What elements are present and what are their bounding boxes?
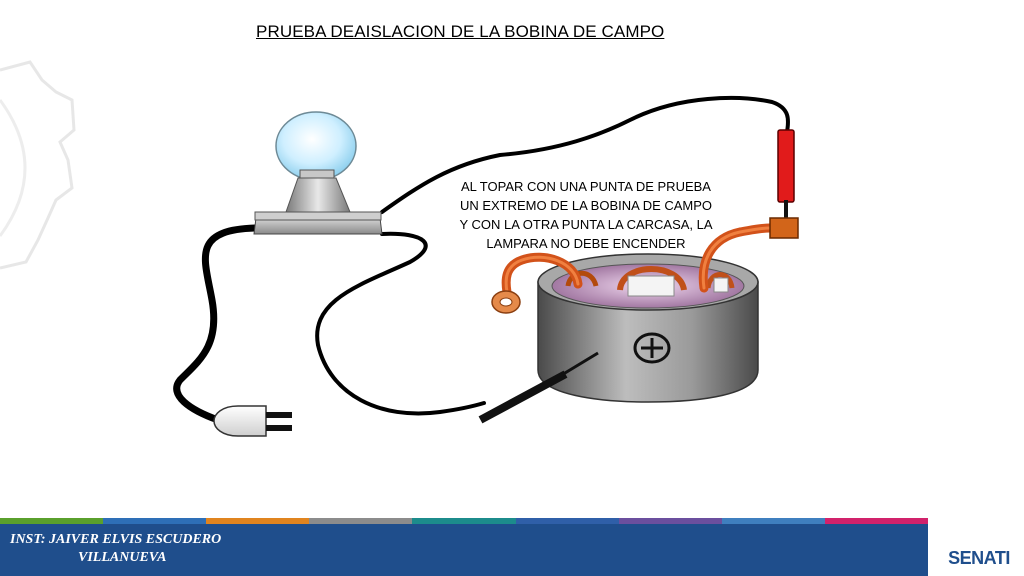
footer-stripe bbox=[515, 518, 619, 524]
red-probe-handle bbox=[777, 129, 795, 203]
gear-icon bbox=[0, 60, 76, 270]
footer-bar bbox=[0, 524, 928, 576]
footer-stripe bbox=[206, 518, 310, 524]
black-probe-icon bbox=[478, 351, 599, 424]
red-probe-terminal bbox=[769, 217, 799, 239]
senati-logo-text: SENATI bbox=[948, 548, 1010, 568]
footer-color-stripes bbox=[0, 518, 928, 524]
footer-stripe bbox=[824, 518, 928, 524]
wire-lamp-to-plug bbox=[173, 224, 259, 424]
note-line: LAMPARA NO DEBE ENCENDER bbox=[486, 236, 686, 251]
note-line: AL TOPAR CON UNA PUNTA DE PRUEBA bbox=[461, 179, 711, 194]
wire-lamp-to-red-probe bbox=[380, 96, 791, 214]
instructor-line: VILLANUEVA bbox=[78, 550, 167, 565]
instructor-line: INST: JAIVER ELVIS ESCUDERO bbox=[10, 532, 222, 547]
test-probe-icon bbox=[769, 129, 799, 239]
note-line: Y CON LA OTRA PUNTA LA CARCASA, LA bbox=[459, 217, 713, 232]
slide-title: PRUEBA DEAISLACION DE LA BOBINA DE CAMPO bbox=[256, 22, 665, 41]
footer-stripe bbox=[0, 518, 104, 524]
wiring bbox=[173, 96, 791, 424]
note-line: UN EXTREMO DE LA BOBINA DE CAMPO bbox=[459, 198, 713, 213]
positive-terminal-icon bbox=[633, 332, 671, 364]
lamp-icon bbox=[253, 111, 383, 235]
plug-icon bbox=[213, 405, 292, 437]
instructor-name: INST: JAIVER ELVIS ESCUDERO VILLANUEVA bbox=[10, 531, 270, 567]
footer-stripe bbox=[103, 518, 207, 524]
logo-area bbox=[928, 518, 1024, 576]
footer-stripe bbox=[618, 518, 722, 524]
wire-lamp-to-black-probe bbox=[315, 231, 486, 416]
coil-lead-right bbox=[698, 223, 775, 293]
coil-lead-left bbox=[501, 252, 583, 297]
footer-stripe bbox=[721, 518, 825, 524]
instruction-note: AL TOPAR CON UNA PUNTA DE PRUEBA UN EXTR… bbox=[458, 177, 714, 253]
lamp-socket bbox=[285, 177, 351, 213]
footer-stripe bbox=[412, 518, 516, 524]
ring-terminal-icon bbox=[491, 290, 521, 314]
footer-stripe bbox=[309, 518, 413, 524]
